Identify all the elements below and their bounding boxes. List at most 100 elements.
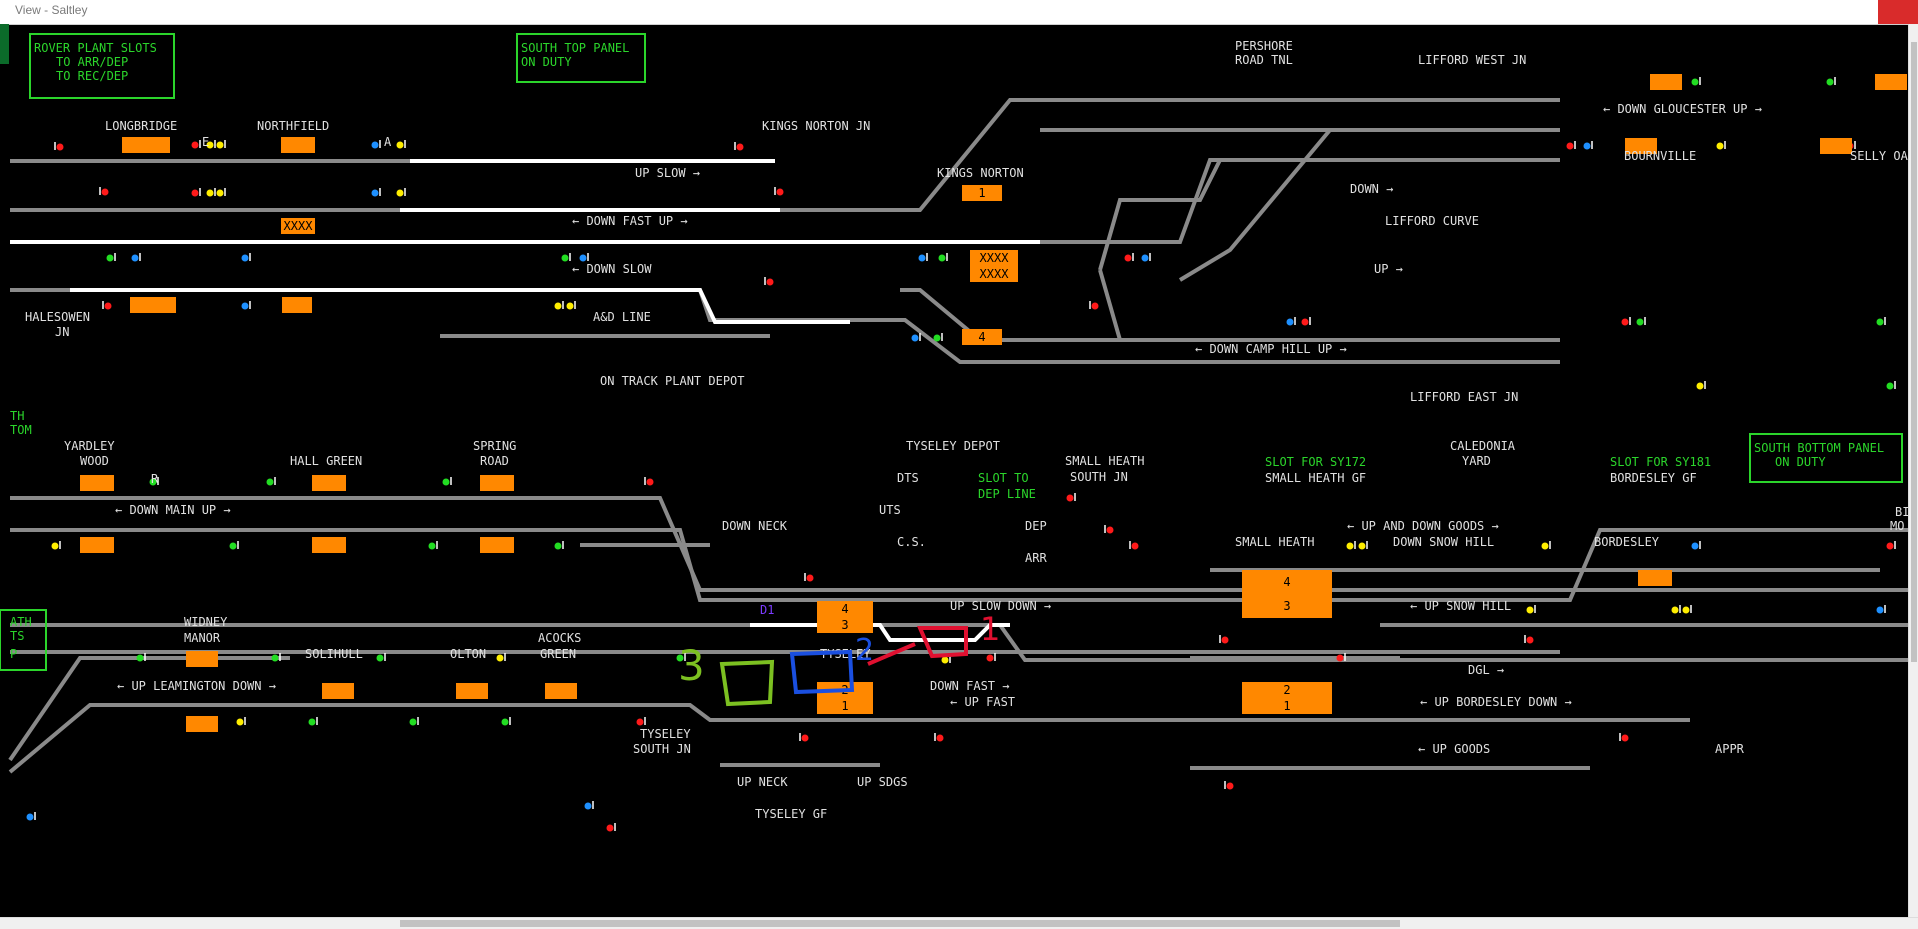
signal-aspect[interactable] [216,189,224,197]
signal-aspect[interactable] [801,734,809,742]
signal-aspect[interactable] [236,718,244,726]
signal-aspect[interactable] [191,189,199,197]
train-describer-berth[interactable] [1242,682,1332,698]
signal-aspect[interactable] [554,542,562,550]
train-describer-berth[interactable] [80,475,114,491]
signal-aspect[interactable] [1671,606,1679,614]
signal-aspect[interactable] [241,302,249,310]
signal-aspect[interactable] [266,478,274,486]
signal-aspect[interactable] [606,824,614,832]
train-describer-berth[interactable] [281,137,315,153]
signal-aspect[interactable] [776,188,784,196]
signal-aspect[interactable] [1106,526,1114,534]
signal-aspect[interactable] [191,141,199,149]
train-describer-berth[interactable] [1625,138,1657,154]
train-describer-berth[interactable] [817,698,873,714]
signal-aspect[interactable] [136,654,144,662]
signal-aspect[interactable] [1621,318,1629,326]
signal-aspect[interactable] [736,143,744,151]
signal-aspect[interactable] [1346,542,1354,550]
signal-aspect[interactable] [1583,142,1591,150]
train-describer-berth[interactable] [480,475,514,491]
signal-aspect[interactable] [371,141,379,149]
signal-aspect[interactable] [1124,254,1132,262]
signal-aspect[interactable] [1358,542,1366,550]
signal-aspect[interactable] [1301,318,1309,326]
signal-aspect[interactable] [1091,302,1099,310]
signal-aspect[interactable] [26,813,34,821]
signal-aspect[interactable] [1716,142,1724,150]
train-describer-berth[interactable] [1650,74,1682,90]
signal-aspect[interactable] [371,189,379,197]
signal-aspect[interactable] [646,478,654,486]
train-describer-berth[interactable] [312,537,346,553]
signal-aspect[interactable] [1886,382,1894,390]
signal-aspect[interactable] [941,656,949,664]
signal-aspect[interactable] [636,718,644,726]
signal-aspect[interactable] [1636,318,1644,326]
signal-aspect[interactable] [271,654,279,662]
train-describer-berth[interactable] [282,297,312,313]
signal-aspect[interactable] [1696,382,1704,390]
signal-aspect[interactable] [766,278,774,286]
train-describer-berth[interactable] [456,683,488,699]
signal-aspect[interactable] [1876,606,1884,614]
signal-aspect[interactable] [241,254,249,262]
horizontal-scrollbar[interactable] [0,917,1918,929]
close-button[interactable] [1878,0,1918,24]
signal-aspect[interactable] [496,654,504,662]
signal-aspect[interactable] [1682,606,1690,614]
signal-aspect[interactable] [1876,318,1884,326]
signal-aspect[interactable] [936,734,944,742]
signal-aspect[interactable] [561,254,569,262]
signal-aspect[interactable] [1566,142,1574,150]
train-describer-berth[interactable] [1242,570,1332,594]
train-describer-berth[interactable] [80,537,114,553]
signal-aspect[interactable] [131,254,139,262]
train-describer-berth[interactable] [186,716,218,732]
signal-aspect[interactable] [676,654,684,662]
signal-aspect[interactable] [806,574,814,582]
signal-aspect[interactable] [101,188,109,196]
signal-aspect[interactable] [1526,606,1534,614]
signal-aspect[interactable] [1286,318,1294,326]
train-describer-berth[interactable] [1820,138,1852,154]
signal-aspect[interactable] [104,302,112,310]
signal-aspect[interactable] [409,718,417,726]
train-describer-berth[interactable] [1242,594,1332,618]
vertical-scroll-thumb[interactable] [1911,42,1917,662]
train-describer-berth[interactable] [281,218,315,234]
signal-aspect[interactable] [584,802,592,810]
signal-aspect[interactable] [501,718,509,726]
signal-aspect[interactable] [1226,782,1234,790]
signal-aspect[interactable] [566,302,574,310]
signal-aspect[interactable] [918,254,926,262]
train-describer-berth[interactable] [962,329,1002,345]
signal-aspect[interactable] [442,478,450,486]
signal-aspect[interactable] [51,542,59,550]
train-describer-berth[interactable] [1638,570,1672,586]
signal-aspect[interactable] [1336,654,1344,662]
signal-aspect[interactable] [933,334,941,342]
signal-aspect[interactable] [216,141,224,149]
signal-aspect[interactable] [1691,542,1699,550]
signal-aspect[interactable] [308,718,316,726]
horizontal-scroll-thumb[interactable] [400,920,1400,927]
vertical-scrollbar[interactable] [1908,24,1918,917]
signal-aspect[interactable] [938,254,946,262]
signal-aspect[interactable] [396,141,404,149]
signal-aspect[interactable] [554,302,562,310]
signal-aspect[interactable] [1066,494,1074,502]
signal-aspect[interactable] [1131,542,1139,550]
train-describer-berth[interactable] [545,683,577,699]
signal-aspect[interactable] [1691,78,1699,86]
signal-aspect[interactable] [229,542,237,550]
train-describer-berth[interactable] [817,617,873,633]
signal-aspect[interactable] [579,254,587,262]
train-describer-berth[interactable] [186,651,218,667]
signal-aspect[interactable] [1621,734,1629,742]
signal-aspect[interactable] [106,254,114,262]
signal-aspect[interactable] [428,542,436,550]
train-describer-berth[interactable] [817,601,873,617]
signal-aspect[interactable] [1826,78,1834,86]
